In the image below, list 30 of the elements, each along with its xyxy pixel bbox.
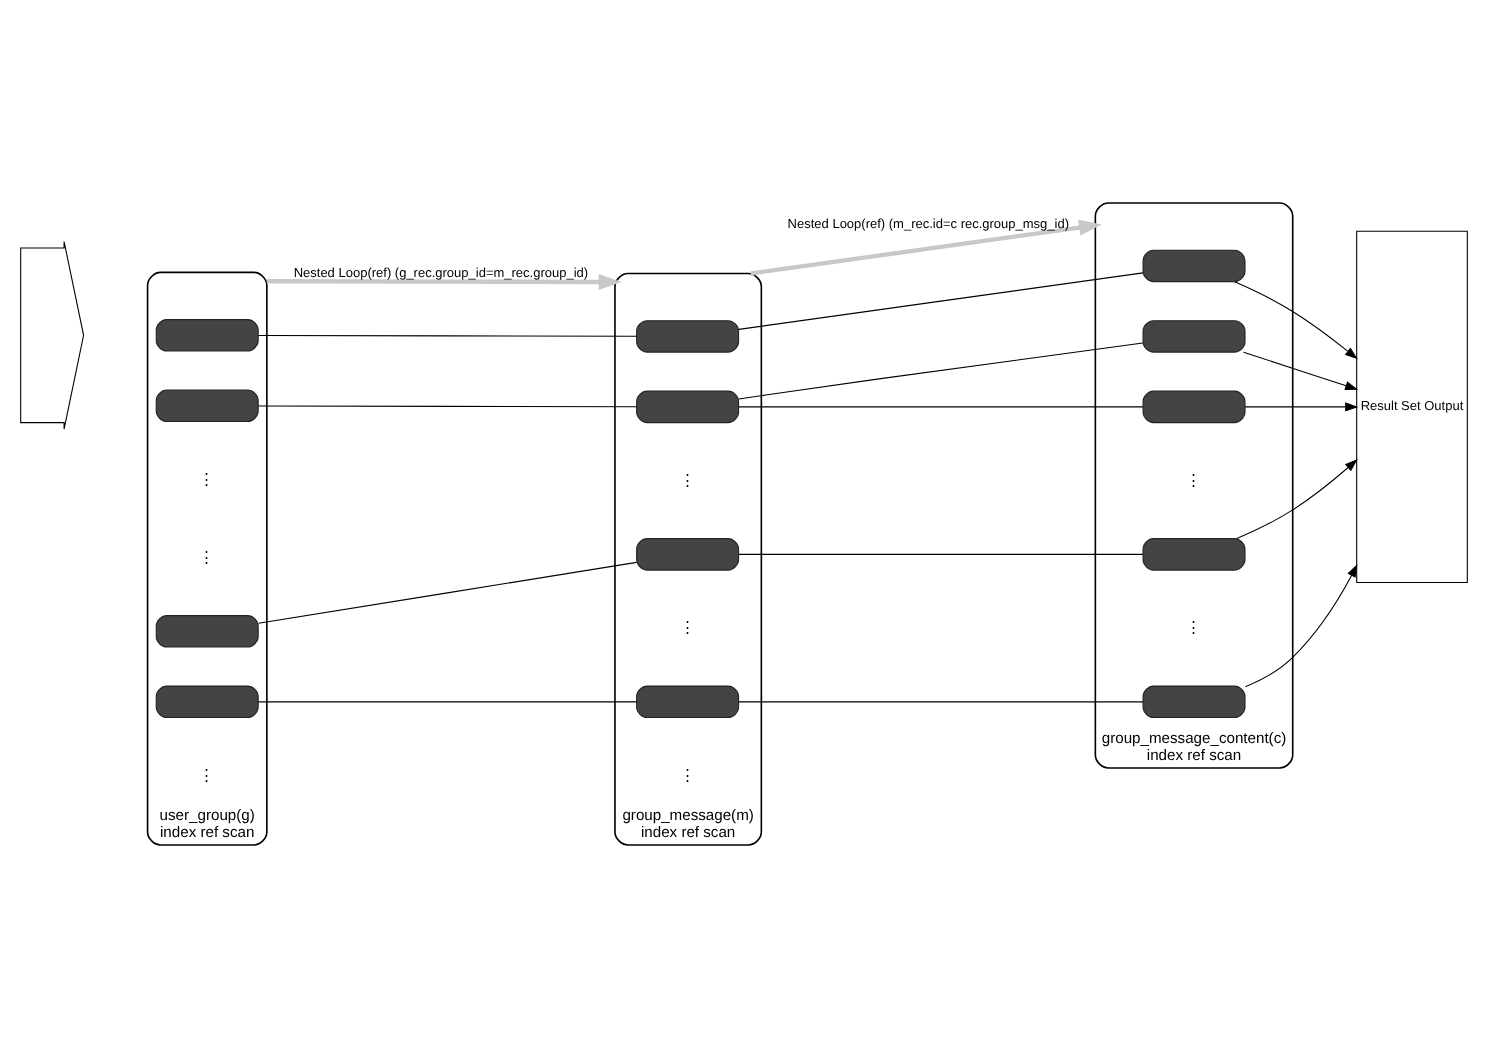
node-box (636, 320, 740, 353)
connector (258, 701, 638, 703)
node-box (155, 685, 259, 719)
node-box (155, 615, 259, 648)
connector (738, 406, 1144, 408)
node-box (1142, 685, 1246, 719)
node-box (1142, 320, 1246, 353)
node-box (155, 389, 259, 423)
node-box (636, 538, 740, 571)
connector (738, 553, 1144, 555)
node-box (155, 319, 259, 352)
connector (738, 272, 1144, 330)
node-box (636, 685, 740, 719)
arrow (266, 274, 622, 290)
node-arrow (20, 240, 85, 430)
connector (258, 405, 638, 408)
arrow (1244, 402, 1359, 412)
arrow (1244, 564, 1358, 688)
connector (738, 701, 1144, 703)
node-box (636, 390, 740, 424)
arrow (750, 219, 1102, 276)
connector (258, 561, 638, 624)
node-box (1142, 538, 1246, 571)
connector (258, 334, 638, 337)
arrow (1234, 281, 1358, 360)
node-box (1142, 249, 1246, 283)
node-box (1142, 390, 1246, 424)
connector (738, 342, 1144, 400)
arrow (1236, 459, 1358, 540)
arrow (1243, 351, 1359, 390)
